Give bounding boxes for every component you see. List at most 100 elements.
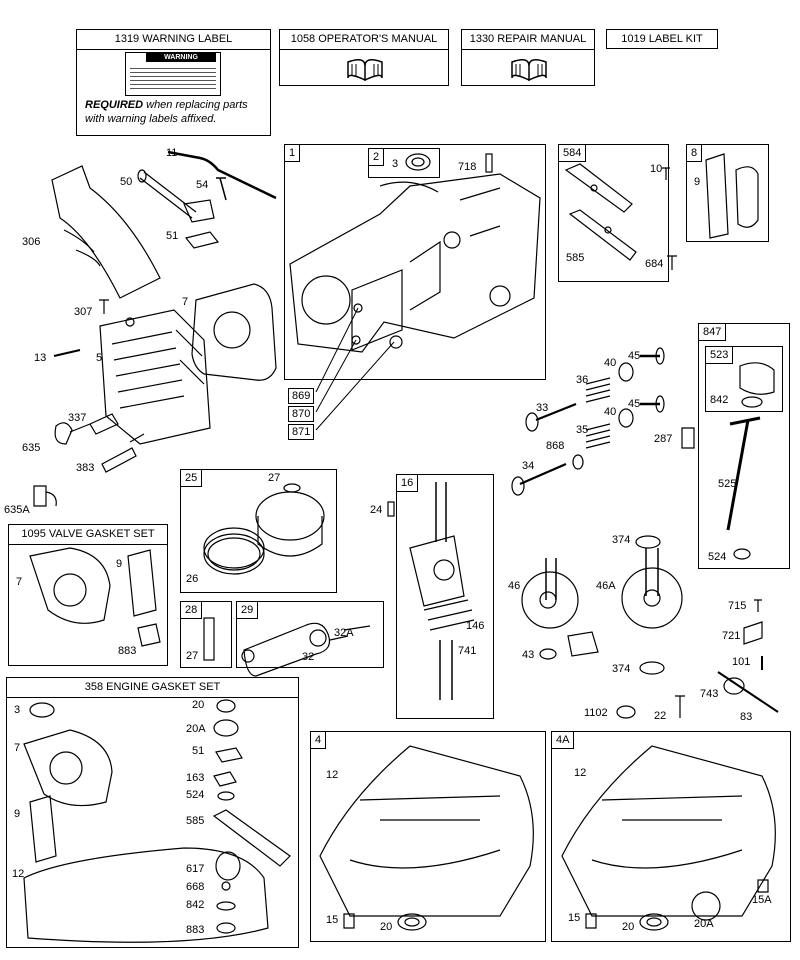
egs-callout-163: 163 bbox=[186, 772, 205, 784]
callout-721: 721 bbox=[722, 630, 741, 642]
callout-287: 287 bbox=[654, 433, 673, 445]
sump4a-callout-20: 20 bbox=[622, 921, 635, 933]
callout-46: 46 bbox=[508, 580, 521, 592]
callout-22: 22 bbox=[654, 710, 667, 722]
callout-868: 868 bbox=[546, 440, 565, 452]
group-2-tag: 2 bbox=[368, 148, 385, 166]
egs-callout-668: 668 bbox=[186, 881, 205, 893]
callout-718: 718 bbox=[458, 161, 477, 173]
valve-gasket-set-title: 1095 VALVE GASKET SET bbox=[9, 525, 167, 545]
callout-51: 51 bbox=[166, 230, 179, 242]
group-8-tag: 8 bbox=[686, 144, 703, 162]
callout-11: 11 bbox=[166, 147, 178, 159]
repair-manual-box: 1330 REPAIR MANUAL bbox=[461, 29, 595, 86]
callout-869: 869 bbox=[288, 388, 315, 404]
engine-gasket-set-title: 358 ENGINE GASKET SET bbox=[7, 678, 298, 698]
sump4-callout-12: 12 bbox=[326, 769, 339, 781]
group-4a-box: 4A bbox=[551, 731, 791, 942]
callout-35: 35 bbox=[576, 424, 589, 436]
egs-callout-883: 883 bbox=[186, 924, 205, 936]
egs-callout-524: 524 bbox=[186, 789, 205, 801]
callout-36: 36 bbox=[576, 374, 589, 386]
egs-callout-12: 12 bbox=[12, 868, 25, 880]
warning-sticker-image: WARNING bbox=[125, 52, 221, 96]
callout-1102: 1102 bbox=[584, 707, 608, 719]
vgs-callout-9: 9 bbox=[116, 558, 123, 570]
callout-13: 13 bbox=[34, 352, 47, 364]
engine-gasket-set-box: 358 ENGINE GASKET SET bbox=[6, 677, 299, 948]
callout-146: 146 bbox=[466, 620, 485, 632]
valve-gasket-set-box: 1095 VALVE GASKET SET bbox=[8, 524, 168, 666]
cylinder-head-5 bbox=[99, 309, 211, 445]
callout-101: 101 bbox=[732, 656, 751, 668]
egs-callout-7: 7 bbox=[14, 742, 21, 754]
callout-33: 33 bbox=[536, 402, 549, 414]
sump4a-callout-15a: 15A bbox=[752, 894, 772, 906]
callout-45-top: 45 bbox=[628, 350, 641, 362]
callout-27-b: 27 bbox=[186, 650, 199, 662]
label-kit-title: 1019 LABEL KIT bbox=[621, 33, 703, 45]
callout-306: 306 bbox=[22, 236, 41, 248]
group-16-tag: 16 bbox=[396, 474, 419, 492]
callout-3: 3 bbox=[392, 158, 399, 170]
egs-callout-20: 20 bbox=[192, 699, 205, 711]
group-4-tag: 4 bbox=[310, 731, 327, 749]
egs-callout-20a: 20A bbox=[186, 723, 206, 735]
callout-383: 383 bbox=[76, 462, 95, 474]
egs-callout-842: 842 bbox=[186, 899, 205, 911]
label-kit-box: 1019 LABEL KIT bbox=[606, 29, 718, 49]
callout-715: 715 bbox=[728, 600, 747, 612]
group-4a-tag: 4A bbox=[551, 731, 575, 749]
callout-32: 32 bbox=[302, 651, 315, 663]
callout-34: 34 bbox=[522, 460, 535, 472]
callout-684: 684 bbox=[645, 258, 664, 270]
book-icon bbox=[347, 59, 383, 82]
repair-manual-title: 1330 REPAIR MANUAL bbox=[462, 30, 594, 50]
head-gasket-7 bbox=[191, 283, 277, 381]
callout-870: 870 bbox=[288, 406, 315, 422]
group-523-tag: 523 bbox=[705, 346, 734, 364]
callout-27: 27 bbox=[268, 472, 281, 484]
callout-50: 50 bbox=[120, 176, 133, 188]
callout-307: 307 bbox=[74, 306, 93, 318]
callout-743: 743 bbox=[700, 688, 719, 700]
group-4-box: 4 bbox=[310, 731, 546, 942]
egs-callout-585: 585 bbox=[186, 815, 205, 827]
callout-54: 54 bbox=[196, 179, 209, 191]
warning-sticker-lines bbox=[130, 65, 216, 92]
callout-32a: 32A bbox=[334, 627, 354, 639]
group-584-tag: 584 bbox=[558, 144, 587, 162]
sump4a-callout-12: 12 bbox=[574, 767, 587, 779]
callout-842: 842 bbox=[710, 394, 729, 406]
group-25-box: 25 bbox=[180, 469, 337, 593]
egs-callout-9: 9 bbox=[14, 808, 21, 820]
tube-50 bbox=[139, 171, 197, 219]
callout-585: 585 bbox=[566, 252, 585, 264]
callout-26: 26 bbox=[186, 573, 199, 585]
group-29-tag: 29 bbox=[236, 601, 259, 619]
callout-40-top: 40 bbox=[604, 357, 617, 369]
vgs-callout-7: 7 bbox=[16, 576, 23, 588]
callout-9: 9 bbox=[694, 176, 701, 188]
group-2-box: 2 bbox=[368, 148, 440, 178]
vgs-callout-883: 883 bbox=[118, 645, 137, 657]
callout-741: 741 bbox=[458, 645, 477, 657]
egs-callout-3: 3 bbox=[14, 704, 21, 716]
warning-label-box: 1319 WARNING LABEL WARNING REQUIRED when… bbox=[76, 29, 271, 136]
callout-374-top: 374 bbox=[612, 534, 631, 546]
callout-525: 525 bbox=[718, 478, 737, 490]
callout-10: 10 bbox=[650, 163, 663, 175]
callout-24: 24 bbox=[370, 504, 383, 516]
callout-46a: 46A bbox=[596, 580, 616, 592]
operators-manual-box: 1058 OPERATOR'S MANUAL bbox=[279, 29, 449, 86]
callout-374-bottom: 374 bbox=[612, 663, 631, 675]
group-28-tag: 28 bbox=[180, 601, 203, 619]
tube-11 bbox=[167, 150, 277, 200]
sump4-callout-15: 15 bbox=[326, 914, 339, 926]
group-847-tag: 847 bbox=[698, 323, 727, 341]
group-16-box: 16 bbox=[396, 474, 494, 719]
group-1-tag: 1 bbox=[284, 144, 301, 162]
operators-manual-title: 1058 OPERATOR'S MANUAL bbox=[280, 30, 448, 50]
callout-7: 7 bbox=[182, 296, 189, 308]
